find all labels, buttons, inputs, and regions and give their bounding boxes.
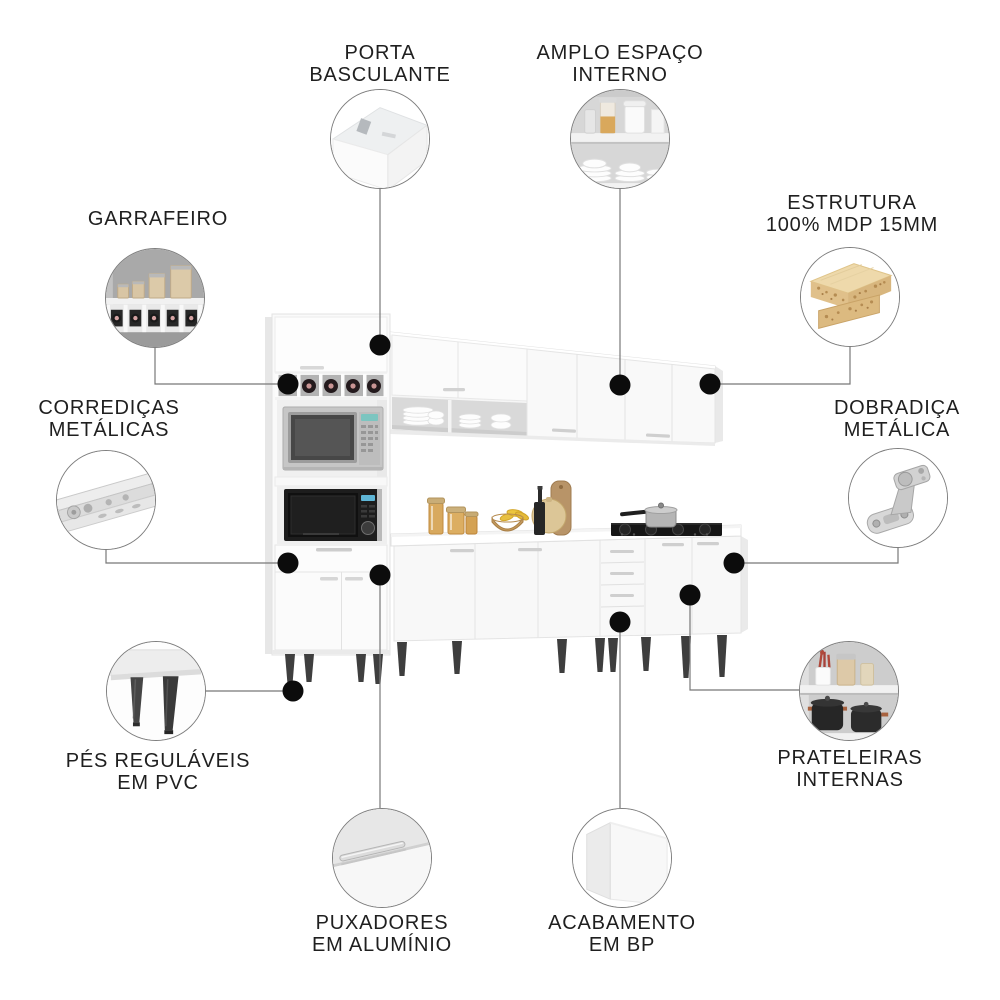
bp-finish-icon: [573, 809, 671, 907]
utensil-cup: [815, 649, 831, 686]
callout-image-pes: [106, 641, 206, 741]
callout-image-amplo-espaco: [570, 89, 670, 189]
wall-cabinet: [389, 331, 723, 446]
countertop-items: [427, 480, 722, 536]
connector-corredicas: [105, 550, 288, 564]
callout-dot-estrutura: [699, 373, 721, 395]
drawer-stack: [600, 550, 645, 608]
base-legs: [397, 635, 727, 678]
microwave-stainless: [282, 406, 384, 471]
microwave-black: [284, 489, 382, 541]
open-plate-shelf: [392, 397, 527, 437]
plates-stack: [402, 406, 512, 430]
callout-dot-porta-basculante: [369, 334, 391, 356]
bottle-rack-icon: [106, 249, 204, 347]
connector-estrutura: [710, 347, 851, 385]
tower-cabinet: [265, 313, 391, 684]
callout-dot-prateleiras: [679, 584, 701, 606]
tower-legs: [285, 654, 383, 684]
callout-image-dobradica: [848, 448, 948, 548]
fruit-bowl: [491, 509, 530, 532]
callout-image-porta-basculante: [330, 89, 430, 189]
flap-door-icon: [331, 90, 429, 188]
callout-dot-garrafeiro: [277, 373, 299, 395]
mdp-board-icon: [801, 248, 899, 346]
metal-slide-icon: [57, 451, 155, 549]
saucepan: [620, 502, 678, 528]
pvc-feet-icon: [107, 642, 205, 740]
callout-dot-puxadores: [369, 564, 391, 586]
wine-bottle: [534, 486, 545, 535]
callout-dot-dobradica: [723, 552, 745, 574]
metal-hinge-icon: [849, 449, 947, 547]
connector-prateleiras: [689, 595, 799, 691]
connector-garrafeiro: [154, 348, 288, 385]
aluminum-handle-icon: [333, 809, 431, 907]
callout-image-estrutura: [800, 247, 900, 347]
glass-jars: [427, 497, 479, 535]
inner-shelf-pots-icon: [800, 642, 898, 740]
callout-label-garrafeiro: GARRAFEIRO: [87, 208, 229, 230]
pots: [807, 695, 889, 733]
inner-shelves-icon: [571, 90, 669, 188]
connector-dobradica: [734, 548, 899, 564]
cooktop: [611, 523, 722, 536]
callout-image-corredicas: [56, 450, 156, 550]
callout-dot-corredicas: [277, 552, 299, 574]
callout-image-puxadores: [332, 808, 432, 908]
bottle-ends: [110, 309, 198, 327]
callout-dot-acabamento: [609, 611, 631, 633]
callout-dot-amplo-espaco: [609, 374, 631, 396]
callout-image-garrafeiro: [105, 248, 205, 348]
callout-image-prateleiras: [799, 641, 899, 741]
callout-image-acabamento: [572, 808, 672, 908]
callout-dot-pes: [282, 680, 304, 702]
